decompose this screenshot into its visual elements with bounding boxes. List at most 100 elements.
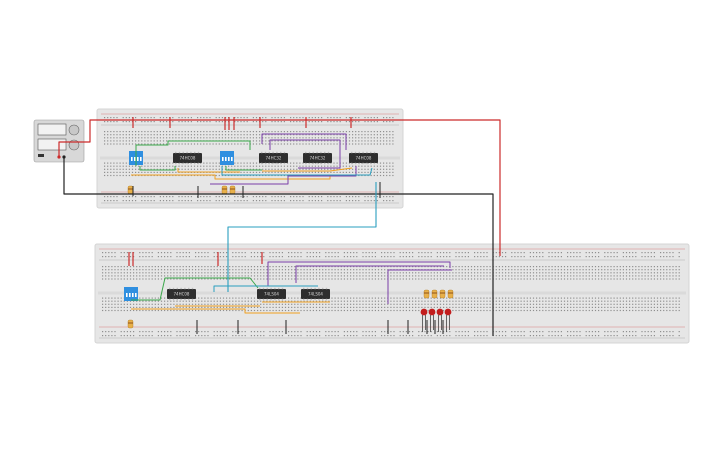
chip-pin [370, 162, 372, 165]
chip-pin [270, 287, 272, 290]
dip-switch-toggle[interactable] [135, 293, 137, 297]
chip-pin [306, 298, 309, 301]
chip-pin [281, 287, 284, 290]
led-4[interactable] [444, 308, 452, 332]
wire-green[interactable] [131, 277, 259, 301]
chip-u5[interactable]: 74HC08 [167, 287, 196, 301]
wire-purple[interactable] [261, 133, 347, 150]
chip-pin [306, 287, 309, 290]
chip-pin [182, 151, 184, 154]
chip-label: 74HC32 [266, 156, 282, 161]
led-3[interactable] [436, 308, 444, 332]
resistor[interactable] [423, 289, 430, 299]
chip-pin [314, 298, 316, 301]
chip-pin [320, 162, 322, 165]
chip-pin [186, 151, 188, 154]
dip-switch-toggle[interactable] [140, 157, 142, 161]
wire-blue[interactable] [221, 166, 373, 176]
chip-label: 74LS04 [264, 292, 279, 297]
wire-blue[interactable] [213, 285, 318, 292]
power-switch[interactable] [38, 154, 44, 157]
chip-pin [176, 298, 178, 301]
chip-label: 74HC08 [356, 156, 372, 161]
led-2[interactable] [428, 308, 436, 332]
led-1[interactable] [420, 308, 428, 332]
chip-body [349, 153, 378, 163]
chip-pin [268, 151, 270, 154]
chip-pin [312, 162, 314, 165]
chip-u1[interactable]: 74HC08 [173, 151, 202, 165]
chip-pin [366, 162, 368, 165]
wire-purple[interactable] [387, 269, 452, 304]
chip-pin [178, 151, 181, 154]
dip-switch-3[interactable] [124, 287, 138, 301]
dip-switch-toggle[interactable] [129, 293, 131, 297]
chip-pin [305, 162, 307, 165]
chip-pin [373, 151, 376, 154]
dip-switch-toggle[interactable] [126, 293, 128, 297]
breadboard-bottom[interactable] [94, 243, 690, 344]
dip-switch-toggle[interactable] [132, 293, 134, 297]
chip-pin [268, 162, 270, 165]
resistor[interactable] [431, 289, 438, 299]
chip-pin [280, 151, 282, 154]
chip-pin [373, 162, 376, 165]
dip-switch-2[interactable] [220, 151, 234, 165]
chip-pin [176, 287, 178, 290]
voltage-knob[interactable] [68, 124, 80, 136]
chip-u7[interactable]: 74LS04 [301, 287, 330, 301]
chip-pin [278, 298, 280, 301]
wire-green[interactable] [135, 140, 251, 166]
resistor[interactable] [127, 319, 134, 329]
resistor[interactable] [439, 289, 446, 299]
dip-switch-toggle[interactable] [231, 157, 233, 161]
chip-pin [180, 287, 182, 290]
chip-pin [351, 162, 353, 165]
wire-vcc[interactable] [58, 119, 501, 256]
chip-pin [354, 151, 357, 154]
chip-u4[interactable]: 74HC08 [349, 151, 378, 165]
dip-switch-toggle[interactable] [222, 157, 224, 161]
wire-orange[interactable] [131, 308, 300, 314]
dip-switch-toggle[interactable] [225, 157, 227, 161]
resistor-body [221, 185, 228, 195]
dip-switch-toggle[interactable] [137, 157, 139, 161]
chip-pin [182, 162, 184, 165]
chip-pin [272, 162, 274, 165]
wire-blue[interactable] [227, 182, 377, 292]
resistor[interactable] [447, 289, 454, 299]
chip-pin [191, 287, 194, 290]
chip-pin [194, 151, 196, 154]
wire-orange[interactable] [131, 174, 331, 180]
power-supply[interactable] [33, 119, 85, 163]
resistor[interactable] [221, 185, 228, 195]
wire-green[interactable] [225, 166, 262, 171]
dip-switch-body [124, 287, 138, 301]
led-body [428, 308, 436, 316]
chip-u6[interactable]: 74LS04 [257, 287, 286, 301]
wire-purple[interactable] [267, 261, 451, 286]
wire-orange[interactable] [262, 167, 353, 172]
chip-pin [270, 298, 272, 301]
chip-u3[interactable]: 74HC32 [303, 151, 332, 165]
chip-body [259, 153, 288, 163]
wire-green[interactable] [139, 166, 176, 171]
chip-pin [362, 151, 364, 154]
resistor[interactable] [229, 185, 236, 195]
breadboard-top-channel [100, 156, 400, 160]
chip-pin [351, 151, 353, 154]
chip-pin [362, 162, 364, 165]
wire-purple[interactable] [295, 265, 444, 283]
led-body [444, 308, 452, 316]
wire-gnd[interactable] [63, 157, 494, 336]
chip-pin [303, 287, 305, 290]
chip-u2[interactable]: 74HC32 [259, 151, 288, 165]
resistor[interactable] [127, 185, 134, 195]
wire-purple[interactable] [269, 139, 341, 169]
dip-switch-toggle[interactable] [134, 157, 136, 161]
dip-switch-toggle[interactable] [131, 157, 133, 161]
wire-purple[interactable] [210, 166, 357, 185]
dip-switch-toggle[interactable] [228, 157, 230, 161]
wire-orange[interactable] [177, 168, 240, 173]
